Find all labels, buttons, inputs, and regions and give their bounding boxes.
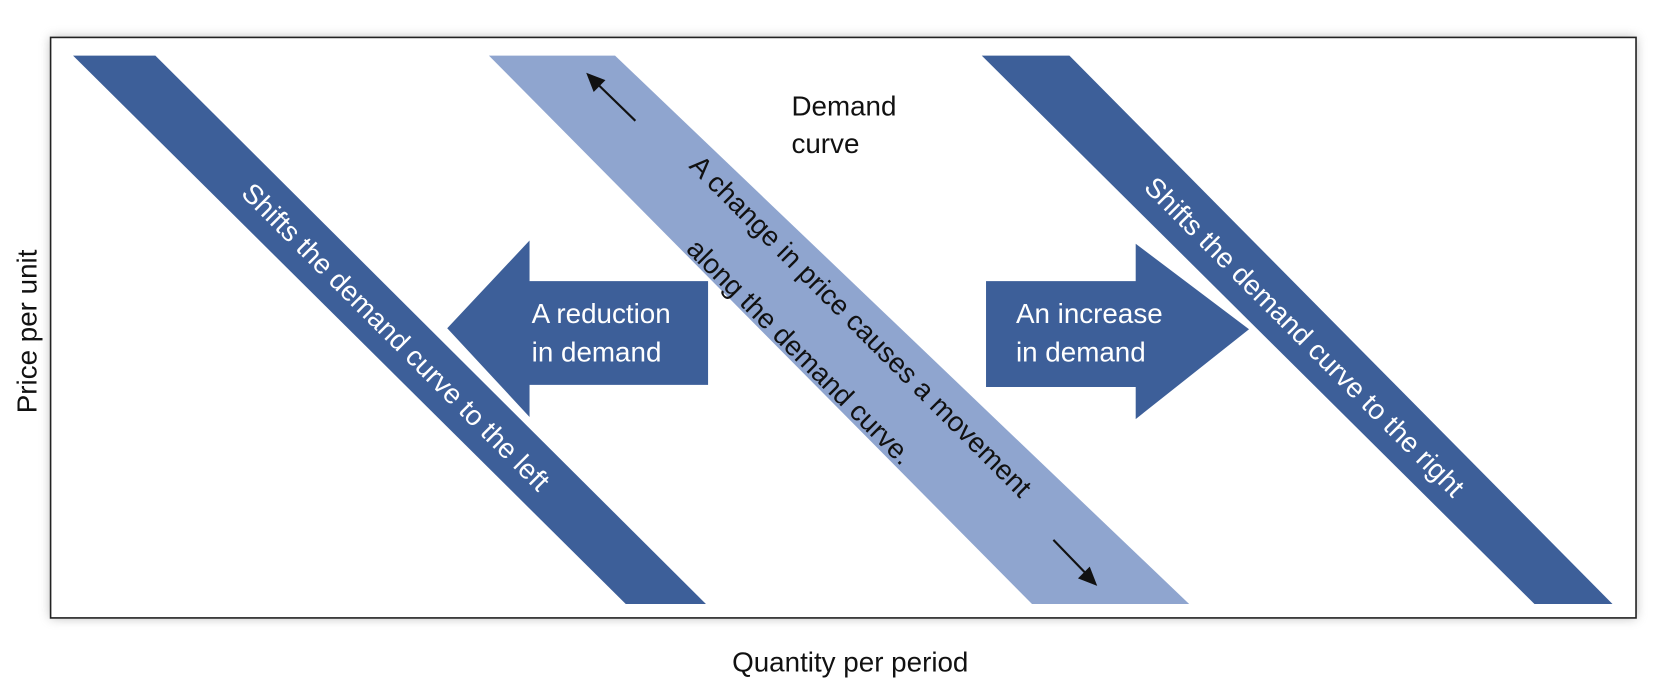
arrow-up-left-icon [586,72,637,122]
original-demand-curve-band [488,55,1190,605]
increase-label-line2: in demand [1016,336,1146,367]
reduction-label-line1: A reduction [532,298,671,329]
reduction-arrow [447,240,709,417]
demand-curve-label-line1: Demand [791,90,896,121]
y-axis-label: Price per unit [12,249,43,413]
increase-arrow [986,243,1250,420]
increase-label-line1: An increase [1016,298,1163,329]
right-demand-curve-band [981,55,1613,605]
reduction-label-line2: in demand [532,336,662,367]
left-demand-curve-band [73,55,706,605]
arrow-down-right-icon [1052,539,1098,586]
demand-curve-label-line2: curve [791,128,859,159]
x-axis-label: Quantity per period [732,646,968,677]
